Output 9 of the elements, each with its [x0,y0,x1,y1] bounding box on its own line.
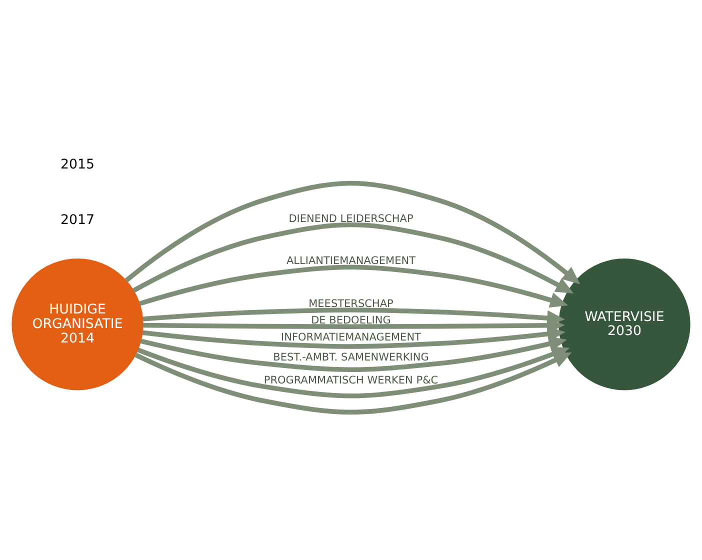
edge-label: ALLIANTIEMANAGEMENT [286,255,416,268]
edge-label: PROGRAMMATISCH WERKEN P&C [264,374,438,386]
label: 2017 [60,212,95,228]
edge-label: DIENEND LEIDERSCHAP [288,213,414,226]
edge-label: MEESTERSCHAP [308,298,394,310]
edge-label: DE BEDOELING [311,314,391,326]
label: 2015 [60,158,95,173]
edge-label: BEST.-AMBT. SAMENWERKING [273,351,429,364]
edge-label: INFORMATIEMANAGEMENT [281,331,421,344]
